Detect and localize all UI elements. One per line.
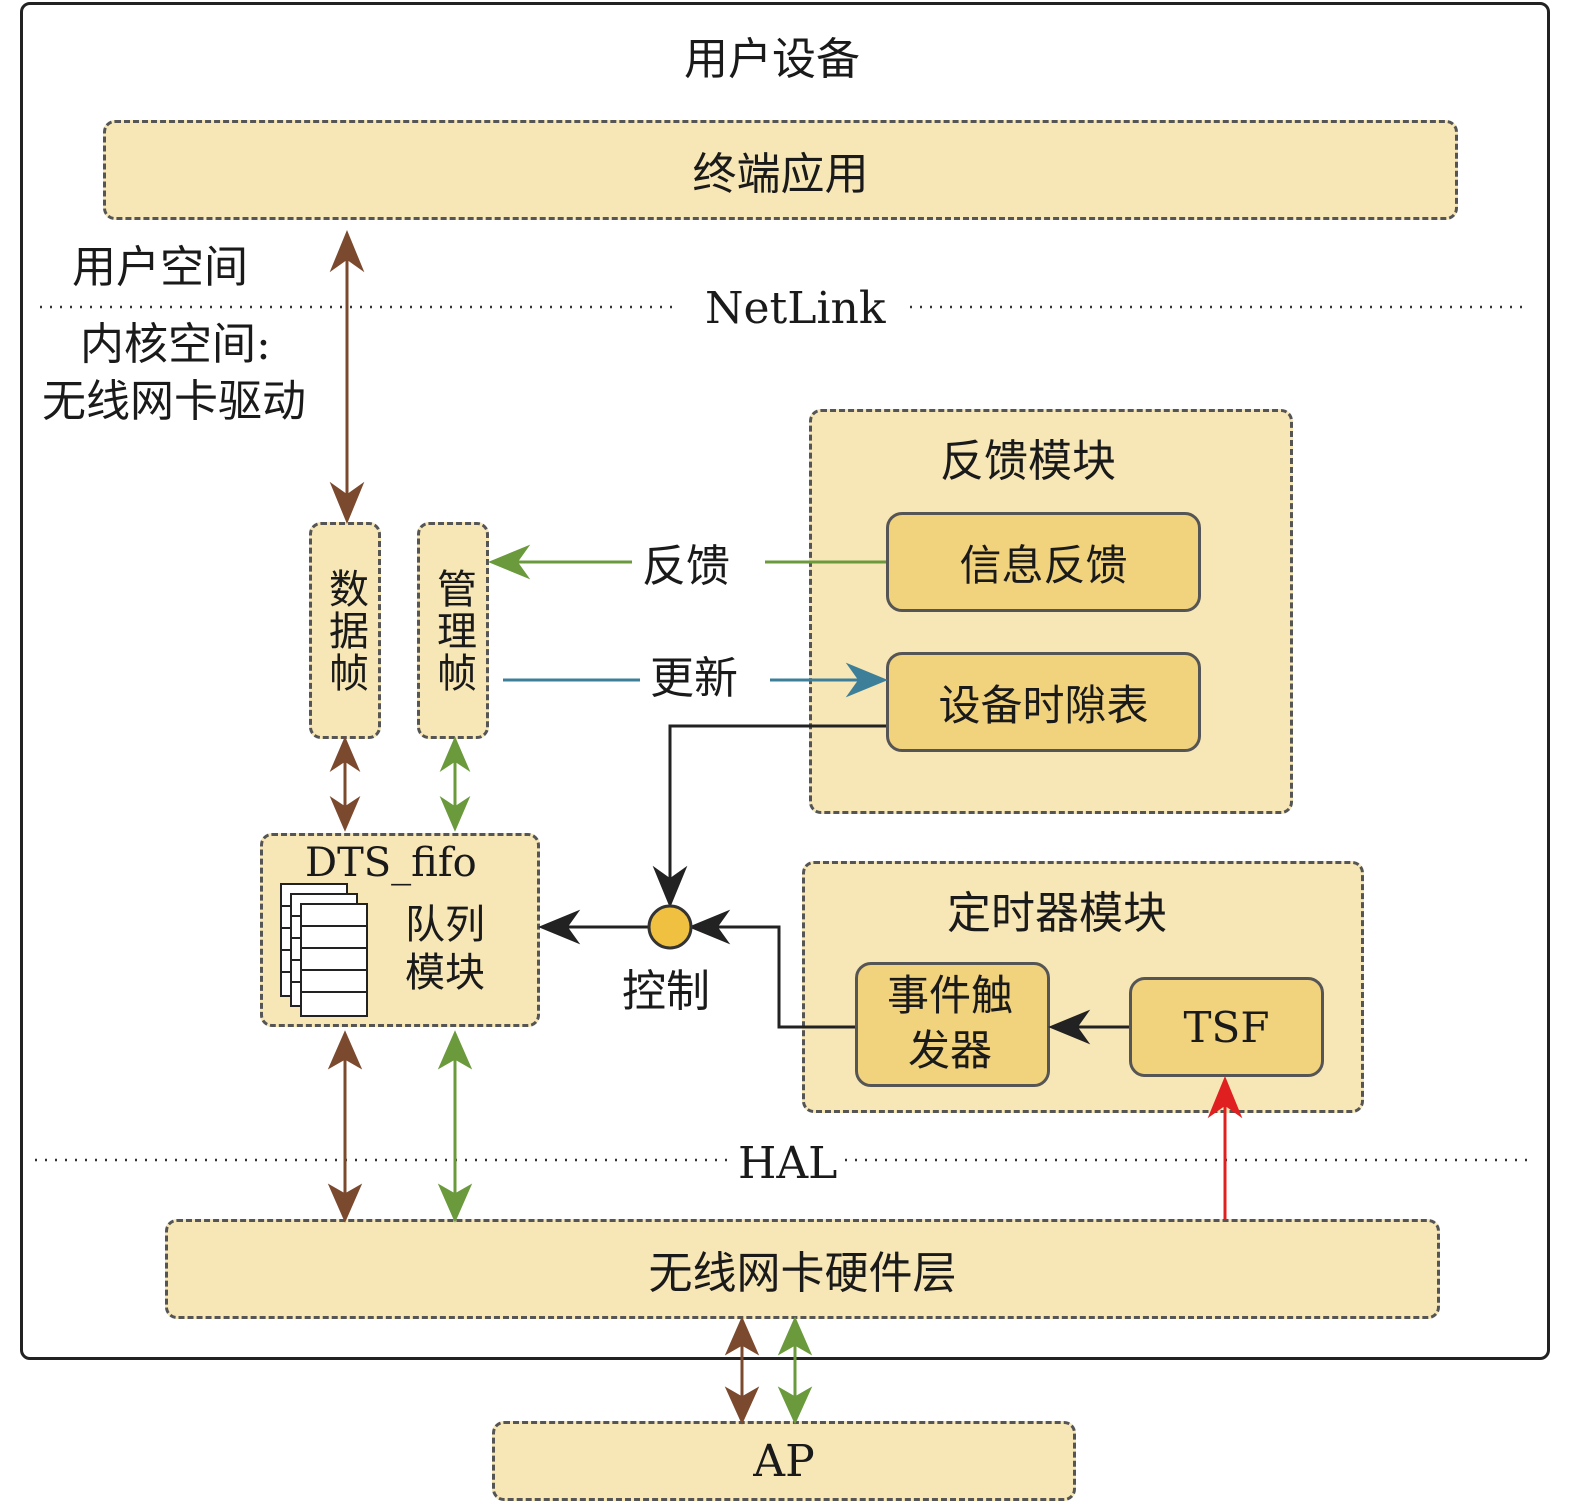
user-device-title: 用户设备 — [684, 34, 860, 85]
timer-module-title: 定时器模块 — [947, 888, 1167, 939]
dts-fifo-title: DTS_fifo — [305, 840, 477, 886]
ap-label: AP — [753, 1435, 815, 1487]
hal-label: HAL — [738, 1138, 838, 1189]
wireless-driver-label: 无线网卡驱动 — [42, 376, 306, 427]
feedback-label: 反馈 — [642, 541, 730, 592]
update-label: 更新 — [650, 653, 738, 704]
queue-stack-icon — [280, 883, 368, 1017]
netlink-label: NetLink — [705, 283, 886, 334]
user-space-label: 用户空间 — [72, 242, 248, 293]
queue-module-line2: 模块 — [405, 950, 485, 996]
hardware-layer-label: 无线网卡硬件层 — [648, 1248, 957, 1299]
tsf-label: TSF — [1183, 1002, 1270, 1052]
control-arrows — [538, 724, 1129, 1045]
info-feedback-label: 信息反馈 — [959, 540, 1128, 590]
control-node — [647, 904, 693, 950]
mgmt-path-arrows — [437, 544, 886, 1425]
event-trigger-line1: 事件触 — [887, 971, 1014, 1020]
data-path-arrows — [327, 230, 760, 1425]
info-feedback-box: 信息反馈 — [886, 512, 1201, 612]
tsf-arrow — [1207, 1076, 1243, 1219]
ap-box: AP — [492, 1421, 1076, 1501]
data-frame-label: 数据帧 — [322, 567, 368, 694]
event-trigger-box — [855, 962, 1050, 1087]
event-trigger-line2: 发器 — [908, 1026, 993, 1075]
terminal-app-label: 终端应用 — [692, 149, 869, 200]
terminal-app-box: 终端应用 — [103, 120, 1458, 220]
feedback-module-title: 反馈模块 — [940, 436, 1116, 487]
slot-table-box: 设备时隙表 — [886, 652, 1201, 752]
queue-module-line1: 队列 — [405, 902, 485, 948]
slot-table-label: 设备时隙表 — [938, 680, 1149, 730]
mgmt-frame-box: 管理帧 — [417, 522, 489, 739]
control-label: 控制 — [622, 966, 710, 1017]
tsf-box: TSF — [1129, 977, 1324, 1077]
update-arrow — [503, 662, 888, 698]
hardware-layer-box: 无线网卡硬件层 — [165, 1219, 1440, 1319]
mgmt-frame-label: 管理帧 — [430, 567, 476, 694]
kernel-space-label: 内核空间: — [80, 319, 271, 370]
